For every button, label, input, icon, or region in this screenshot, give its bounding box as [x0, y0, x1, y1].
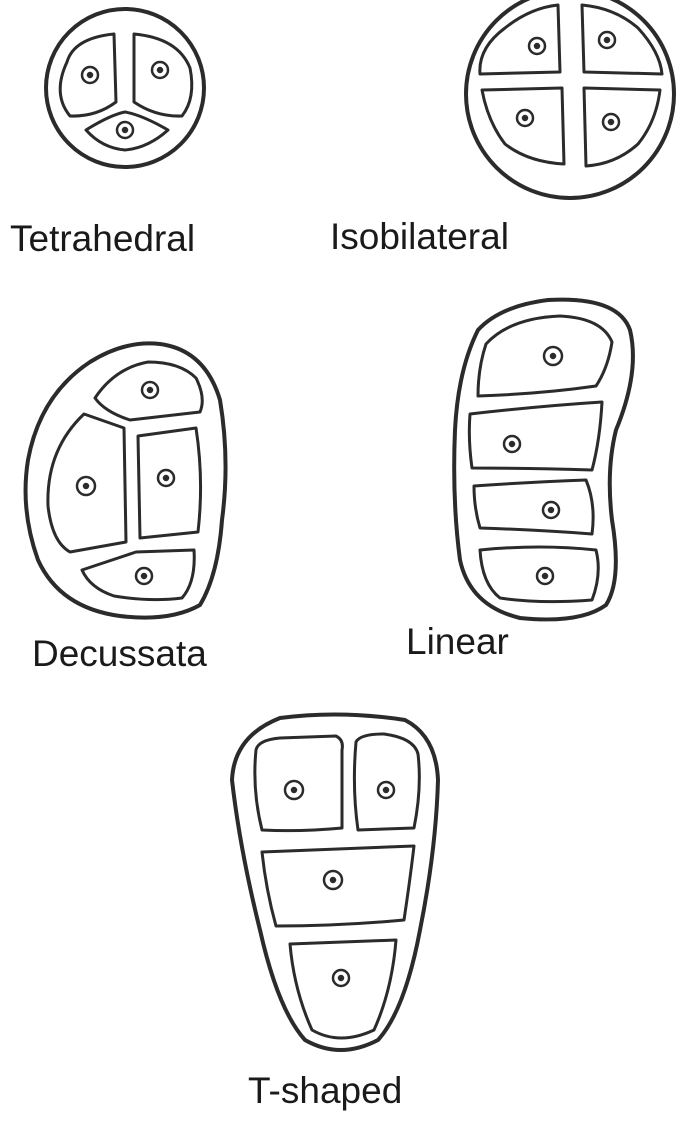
- linear-cell-4: [480, 547, 598, 602]
- linear-tetrad: [454, 300, 633, 620]
- decussate-label: Decussata: [32, 635, 207, 672]
- isobilateral-cell-top-right: [582, 5, 662, 74]
- isobilateral-outer-wall: [466, 0, 674, 198]
- linear-cell-3: [474, 480, 593, 534]
- tetrahedral-tetrad: [46, 9, 204, 167]
- t-shaped-cell-bottom: [290, 940, 396, 1038]
- tetrahedral-outer-wall: [46, 9, 204, 167]
- tetrahedral-label: Tetrahedral: [10, 220, 195, 257]
- isobilateral-tetrad: [466, 0, 674, 198]
- linear-label: Linear: [406, 623, 509, 660]
- isobilateral-label: Isobilateral: [330, 218, 509, 255]
- tetrahedral-cell-right: [134, 34, 192, 116]
- isobilateral-cell-top-left: [480, 5, 560, 74]
- isobilateral-cell-bottom-right: [584, 88, 660, 166]
- decussate-cell-middle-right: [138, 428, 201, 538]
- tetrahedral-nuclei: [82, 62, 168, 138]
- t-shaped-tetrad: [232, 714, 438, 1050]
- decussate-cell-bottom: [82, 550, 194, 600]
- linear-outer-wall: [454, 300, 633, 620]
- isobilateral-nuclei: [517, 32, 619, 130]
- t-shaped-label: T-shaped: [248, 1072, 402, 1109]
- t-shaped-nuclei: [285, 781, 394, 986]
- decussate-tetrad: [26, 343, 226, 617]
- linear-cell-2: [469, 402, 602, 470]
